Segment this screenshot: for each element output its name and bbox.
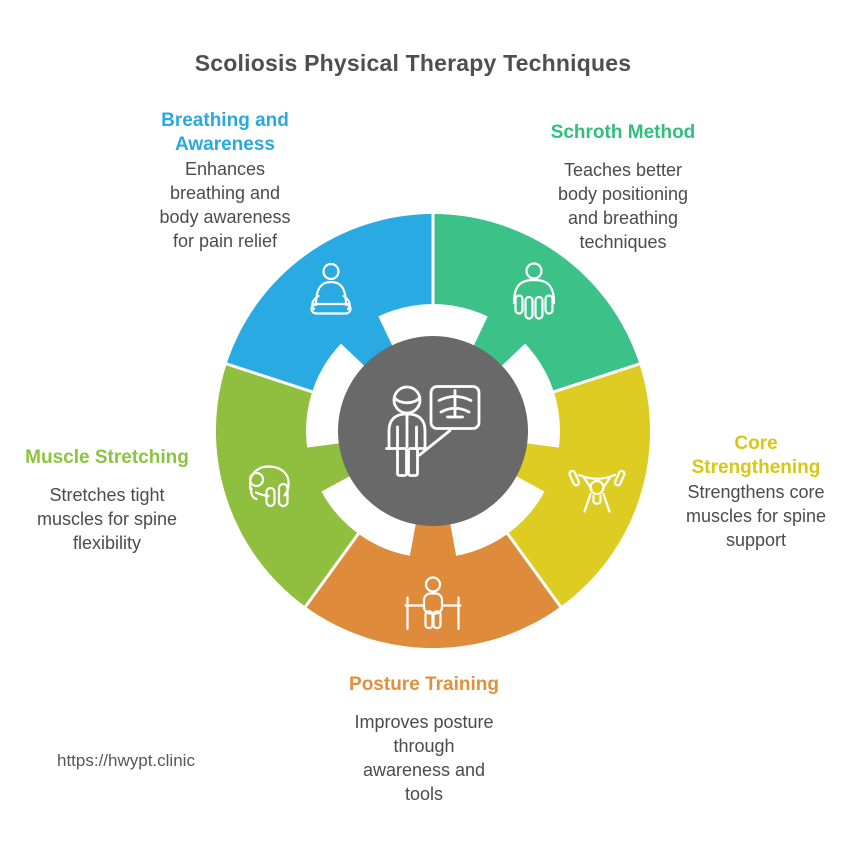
label-block-posture-training: Posture Training Improves posture throug… [324,673,524,806]
segment-description: Improves posture through awareness and t… [324,710,524,806]
heading-line: Muscle Stretching [25,447,189,468]
center-circle [338,336,528,526]
footer-url: https://hwypt.clinic [57,751,195,770]
description-line: flexibility [72,533,142,553]
page-title: Scoliosis Physical Therapy Techniques [194,50,632,76]
segment-description: Strengthens core muscles for spine suppo… [656,480,856,552]
forward-fold-icon [248,465,290,508]
seated-exercise-icon [512,262,556,320]
heading-line: Posture Training [349,674,499,695]
label-block-breathing-awareness: Breathing and Awareness Enhances breathi… [125,109,325,253]
label-block-schroth-method: Schroth Method Teaches better body posit… [523,121,723,254]
segment-heading: Core Strengthening [656,432,856,480]
description-line: Stretches tight [49,485,165,505]
description-line: body positioning [557,184,689,204]
description-line: Strengthens core [687,482,825,502]
heading-line: Core [734,433,778,454]
segment-heading: Posture Training [324,673,524,697]
segment-heading: Muscle Stretching [8,446,206,470]
heading-line: Strengthening [691,457,821,478]
description-line: for pain relief [172,231,278,251]
segment-posture-tab [409,515,457,561]
description-line: muscles for spine [685,506,827,526]
description-line: Teaches better [563,160,683,180]
heading-line: Schroth Method [550,122,696,143]
description-line: techniques [579,232,667,252]
therapist-presentation-icon [385,385,481,477]
description-line: through [393,736,455,756]
segment-description: Enhances breathing and body awareness fo… [125,157,325,253]
description-line: awareness and [362,760,486,780]
posture-bar-icon [404,576,462,631]
description-line: breathing and [169,183,281,203]
description-line: support [725,530,787,550]
description-line: tools [404,784,444,804]
description-line: body awareness [159,207,291,227]
description-line: Improves posture [354,712,494,732]
description-line: and breathing [567,208,679,228]
description-line: muscles for spine [36,509,178,529]
label-block-muscle-stretching: Muscle Stretching Stretches tight muscle… [8,446,206,555]
segment-heading: Schroth Method [523,121,723,145]
description-line: Enhances [184,159,266,179]
segment-description: Teaches better body positioning and brea… [523,158,723,254]
weightlifting-icon [568,469,626,513]
segment-description: Stretches tight muscles for spine flexib… [8,483,206,555]
meditation-icon [310,262,352,315]
segment-heading: Breathing and Awareness [125,109,325,157]
heading-line: Awareness [175,134,275,155]
heading-line: Breathing and [161,110,289,131]
segment-separators [223,210,643,610]
label-block-core-strengthening: Core Strengthening Strengthens core musc… [656,432,856,552]
